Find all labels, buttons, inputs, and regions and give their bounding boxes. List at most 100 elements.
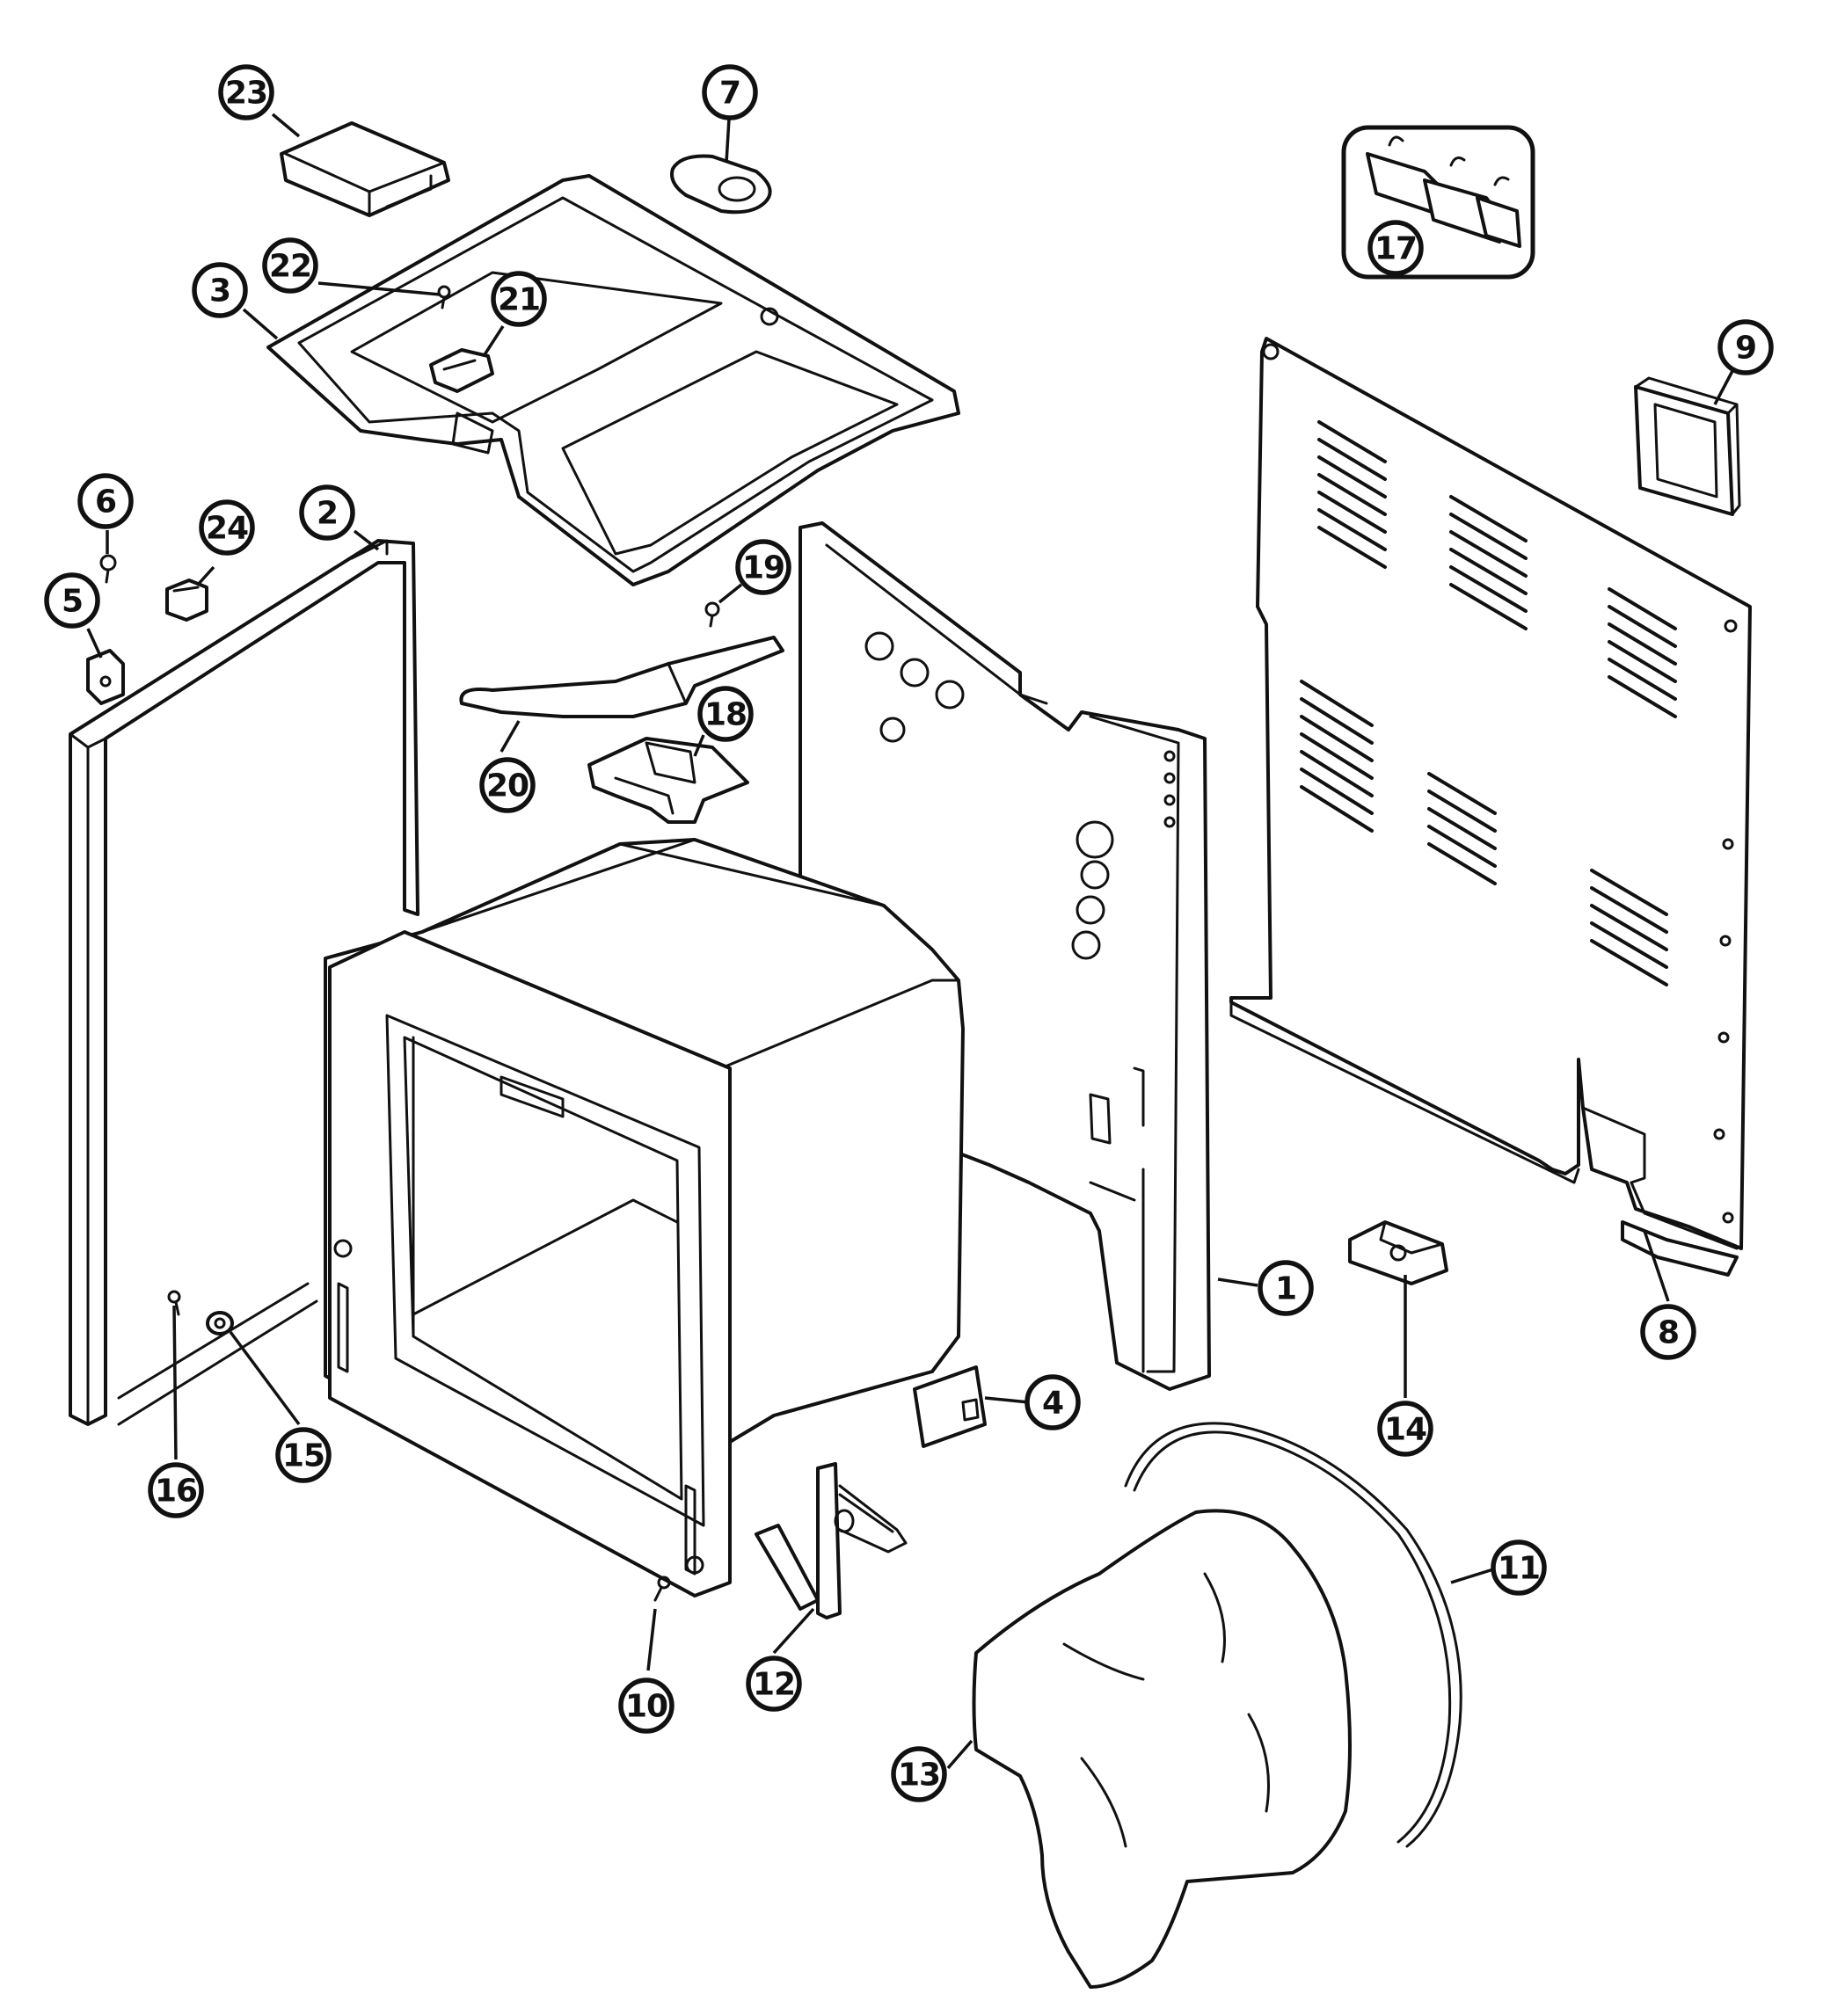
front-frame bbox=[69, 539, 419, 1426]
callout-number-17: 17 bbox=[1375, 231, 1417, 267]
louver-group-6 bbox=[1590, 869, 1668, 986]
callout-7: 7 bbox=[702, 64, 758, 120]
callout-11: 11 bbox=[1491, 1539, 1547, 1596]
callout-number-24: 24 bbox=[206, 511, 248, 547]
callout-number-20: 20 bbox=[486, 768, 529, 804]
callout-24: 24 bbox=[199, 499, 255, 556]
latch-handle bbox=[459, 636, 784, 718]
callout-number-14: 14 bbox=[1384, 1412, 1426, 1448]
callout-10: 10 bbox=[618, 1678, 675, 1734]
box-part bbox=[280, 121, 450, 217]
callout-number-1: 1 bbox=[1275, 1271, 1296, 1307]
callout-number-21: 21 bbox=[498, 282, 540, 318]
bracket-14 bbox=[1348, 1220, 1448, 1285]
callout-2: 2 bbox=[299, 484, 355, 541]
callout-16: 16 bbox=[148, 1462, 204, 1518]
callout-circle-17 bbox=[1367, 220, 1424, 276]
latch-assembly bbox=[587, 737, 749, 824]
callout-number-5: 5 bbox=[62, 584, 83, 620]
screw-19 bbox=[704, 601, 720, 628]
callout-circle-1 bbox=[1258, 1260, 1314, 1316]
callout-9: 9 bbox=[1717, 319, 1774, 375]
callout-circle-8 bbox=[1640, 1304, 1696, 1360]
callout-number-19: 19 bbox=[742, 550, 784, 586]
callout-19: 19 bbox=[735, 539, 791, 595]
screw-6 bbox=[99, 554, 117, 584]
callout-circle-19 bbox=[735, 539, 791, 595]
callout-number-9: 9 bbox=[1735, 331, 1756, 367]
bumper-15 bbox=[206, 1311, 234, 1336]
louver-group-4 bbox=[1300, 680, 1374, 833]
callout-circle-14 bbox=[1377, 1401, 1433, 1457]
callout-circle-23 bbox=[218, 64, 274, 120]
callout-15: 15 bbox=[275, 1427, 332, 1483]
gasket bbox=[1124, 1422, 1462, 1848]
callout-number-13: 13 bbox=[898, 1758, 940, 1794]
callout-4: 4 bbox=[1025, 1374, 1081, 1430]
callout-number-3: 3 bbox=[209, 273, 230, 309]
callout-circle-10 bbox=[618, 1678, 675, 1734]
callout-22: 22 bbox=[262, 237, 318, 294]
callout-circle-4 bbox=[1025, 1374, 1081, 1430]
switch-part bbox=[429, 348, 494, 393]
callout-number-23: 23 bbox=[225, 76, 267, 112]
callout-12: 12 bbox=[746, 1656, 802, 1712]
callout-circle-12 bbox=[746, 1656, 802, 1712]
callout-number-11: 11 bbox=[1498, 1551, 1540, 1587]
callout-18: 18 bbox=[697, 686, 754, 742]
callout-17: 17 bbox=[1367, 220, 1424, 276]
callout-number-12: 12 bbox=[753, 1667, 795, 1703]
callout-number-6: 6 bbox=[95, 484, 116, 520]
callout-circle-18 bbox=[697, 686, 754, 742]
callout-21: 21 bbox=[491, 271, 547, 327]
callout-circle-21 bbox=[491, 271, 547, 327]
callout-circle-3 bbox=[192, 262, 248, 318]
callout-1: 1 bbox=[1258, 1260, 1314, 1316]
callout-circle-11 bbox=[1491, 1539, 1547, 1596]
callout-circle-7 bbox=[702, 64, 758, 120]
callout-3: 3 bbox=[192, 262, 248, 318]
insulation-blanket bbox=[972, 1509, 1352, 1989]
callout-number-8: 8 bbox=[1658, 1315, 1679, 1351]
callout-number-22: 22 bbox=[269, 249, 311, 285]
callout-circle-20 bbox=[479, 757, 536, 813]
callout-circle-22 bbox=[262, 237, 318, 294]
callout-number-2: 2 bbox=[317, 496, 338, 532]
callout-circle-5 bbox=[44, 572, 100, 629]
callout-number-10: 10 bbox=[625, 1689, 667, 1725]
louver-group-3 bbox=[1608, 587, 1677, 718]
screw-16 bbox=[167, 1290, 181, 1316]
hinge-part bbox=[755, 1462, 908, 1619]
callout-20: 20 bbox=[479, 757, 536, 813]
callout-number-15: 15 bbox=[282, 1438, 324, 1474]
callout-circle-16 bbox=[148, 1462, 204, 1518]
callout-13: 13 bbox=[891, 1746, 947, 1802]
side-panel bbox=[798, 521, 1211, 1391]
leader-lines bbox=[86, 113, 1734, 1770]
top-panel bbox=[266, 174, 960, 586]
callout-number-16: 16 bbox=[155, 1474, 197, 1510]
callout-number-7: 7 bbox=[719, 76, 740, 112]
callout-circle-2 bbox=[299, 484, 355, 541]
callout-14: 14 bbox=[1377, 1401, 1433, 1457]
callout-circle-24 bbox=[199, 499, 255, 556]
callout-circle-6 bbox=[77, 473, 134, 529]
callout-circle-9 bbox=[1717, 319, 1774, 375]
screw-22 bbox=[437, 285, 451, 309]
clip-5 bbox=[86, 649, 125, 705]
screw-10 bbox=[653, 1576, 671, 1602]
bracket-8 bbox=[1621, 1220, 1739, 1277]
callout-number-4: 4 bbox=[1042, 1386, 1063, 1422]
back-panel bbox=[1229, 337, 1752, 1250]
louver-group-2 bbox=[1449, 495, 1528, 630]
bracket-9 bbox=[1634, 376, 1741, 516]
callout-circle-15 bbox=[275, 1427, 332, 1483]
bracket-4 bbox=[913, 1365, 987, 1448]
oven-front-frame bbox=[328, 930, 732, 1598]
callout-5: 5 bbox=[44, 572, 100, 629]
callout-circle-13 bbox=[891, 1746, 947, 1802]
callout-23: 23 bbox=[218, 64, 274, 120]
callout-6: 6 bbox=[77, 473, 134, 529]
